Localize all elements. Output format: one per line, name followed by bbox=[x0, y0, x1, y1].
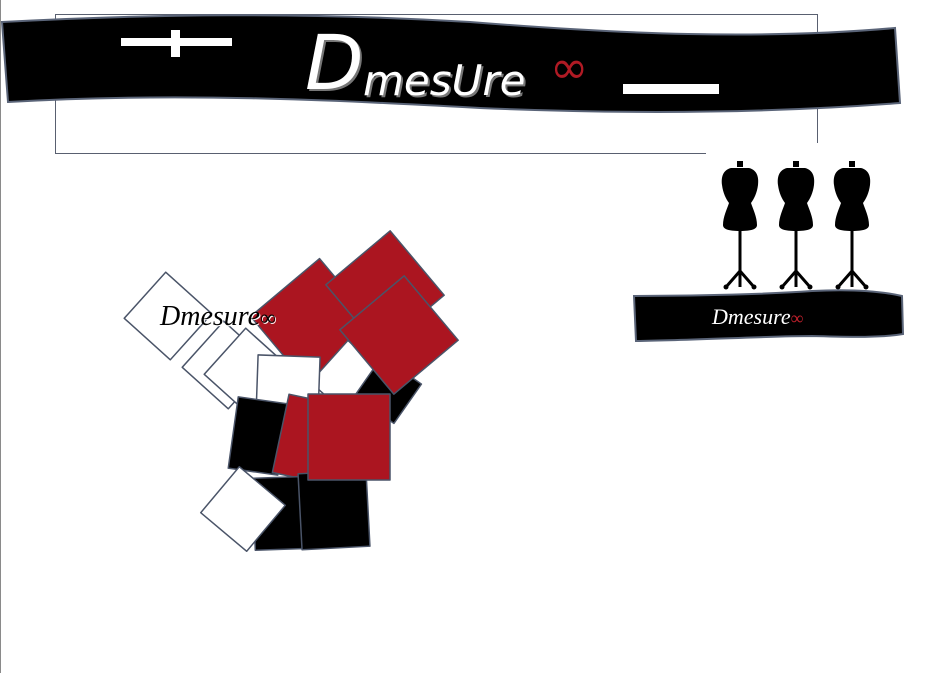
page-left-border bbox=[0, 0, 1, 673]
minus-icon[interactable] bbox=[623, 84, 719, 94]
collage-label-text: Dmesure bbox=[160, 301, 261, 332]
ribbon-label-text: Dmesure bbox=[712, 304, 791, 329]
collage-infinity-symbol: ∞ bbox=[260, 305, 276, 330]
logo-initial: D bbox=[305, 18, 364, 107]
mannequin-icon bbox=[720, 159, 760, 291]
mannequin-icon bbox=[776, 159, 816, 291]
logo-wordmark: mesUre bbox=[363, 56, 526, 105]
frame-gap bbox=[706, 143, 821, 163]
ribbon-brand-label: Dmesure∞ bbox=[712, 303, 803, 332]
collage-brand-label: Dmesure∞ bbox=[160, 300, 276, 335]
collage-tile-red bbox=[339, 275, 459, 395]
logo-infinity-symbol: ∞ bbox=[550, 40, 589, 94]
collage-tile-white bbox=[123, 271, 213, 361]
mannequin-ribbon bbox=[632, 289, 905, 343]
plus-icon[interactable] bbox=[121, 30, 232, 57]
collage-tile-red bbox=[307, 393, 391, 481]
mannequin-icon bbox=[832, 159, 872, 291]
ribbon-infinity-symbol: ∞ bbox=[790, 308, 804, 328]
collage-tile-white bbox=[199, 465, 287, 553]
